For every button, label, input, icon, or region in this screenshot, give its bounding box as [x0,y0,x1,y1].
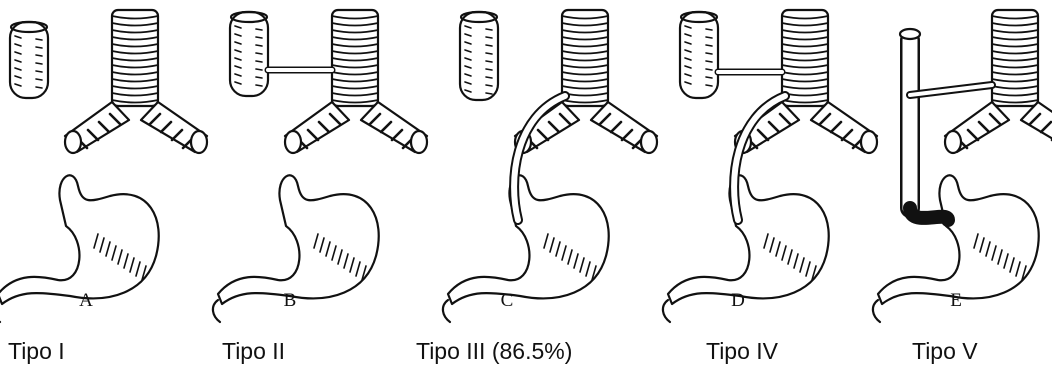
right-bronchus-opening [411,131,427,153]
panel-letter-b: B [270,290,310,312]
left-bronchus-opening [65,131,81,153]
esophageal-pouch [460,12,498,100]
esophagus-join [910,208,948,220]
panel-letter-a: A [66,290,106,312]
panel-b-drawing [213,10,427,322]
esophagus-rim [900,29,920,39]
stomach [448,175,609,304]
left-bronchus-opening [285,131,301,153]
stomach [218,175,379,304]
right-bronchus-opening [861,131,877,153]
panel-letter-e: E [936,290,976,312]
panel-letter-c: C [487,290,527,312]
duodenum [443,300,450,322]
stomach [668,175,829,304]
type-label-5: Tipo V [912,338,978,365]
duodenum [873,300,880,322]
right-bronchus-opening [191,131,207,153]
panel-e-drawing [873,10,1052,322]
type-label-4: Tipo IV [706,338,778,365]
panel-d-drawing [663,10,877,322]
type-label-3: Tipo III (86.5%) [416,338,572,365]
duodenum [663,300,670,322]
left-bronchus-opening [945,131,961,153]
esophageal-pouch [680,12,718,98]
type-label-1: Tipo I [8,338,65,365]
stomach [0,175,159,304]
duodenum [213,300,220,322]
panel-letter-d: D [718,290,758,312]
type-label-2: Tipo II [222,338,285,365]
panel-c-drawing [443,10,657,322]
right-bronchus-opening [641,131,657,153]
panel-a-drawing [0,10,207,322]
